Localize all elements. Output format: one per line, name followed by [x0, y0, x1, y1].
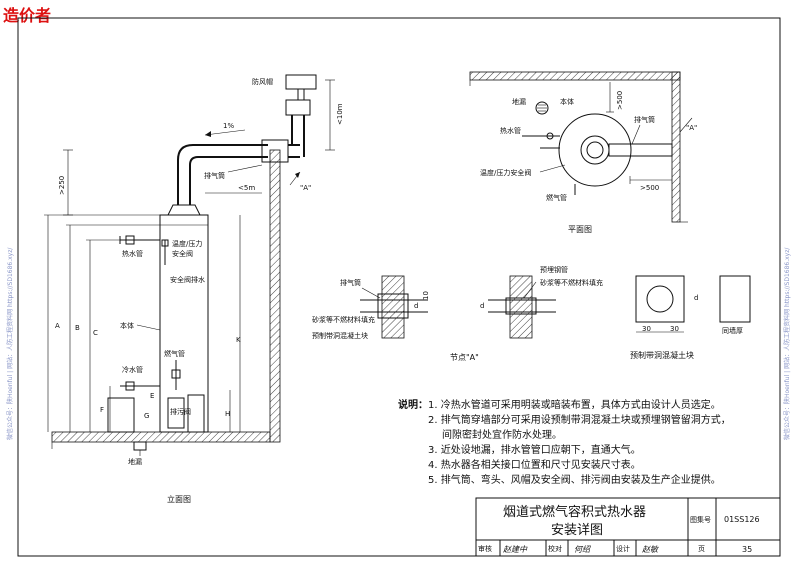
elevation-view: 防风帽 <10m 1% 排气筒 <5m "A" >250 热水管 温度/压力: [44, 74, 344, 504]
title-block: 烟道式燃气容积式热水器 安装详图 图集号 01SS126 审核 赵建中 校对 何…: [475, 497, 781, 557]
block-label-30b: 30: [670, 325, 679, 333]
plan-label-gt500-top: >500: [616, 91, 624, 110]
elevation-title: 立面图: [167, 494, 191, 504]
block-label-d: d: [694, 294, 698, 302]
label-view-a: "A": [300, 184, 311, 192]
block-label-30: 30: [642, 325, 651, 333]
left-side-text: 微信公众号：陕Hoenful | 网站：人防工程资料网 https://SD16…: [6, 247, 14, 440]
review-signature: 赵建中: [503, 545, 528, 554]
dim-k: K: [236, 336, 241, 344]
floor-slab: [51, 431, 271, 443]
notes-label: 说明：: [398, 400, 428, 411]
note-item-continuation: 间隙密封处宜作防水处理。: [442, 430, 562, 441]
node-label-precast: 预制带洞混凝土块: [312, 331, 368, 340]
node-wall-right: [509, 275, 533, 339]
review-label: 审核: [478, 544, 492, 553]
plan-label-body: 本体: [560, 97, 574, 106]
watermark-text: 造价者: [3, 6, 52, 25]
plan-label-vent: 排气筒: [634, 115, 655, 124]
plan-floor-drain: [535, 101, 549, 115]
node-label-vent: 排气筒: [340, 278, 361, 287]
node-a-detail: 排气筒 砂浆等不燃材料填充 预制带洞混凝土块 d 10 预埋钢管 砂浆等不燃材料…: [312, 265, 603, 362]
block-front: [635, 275, 685, 323]
dim-h: H: [225, 410, 230, 418]
label-lt10m: <10m: [336, 103, 344, 125]
block-title: 预制带洞混凝土块: [630, 350, 694, 360]
plan-label-tp: 温度/压力安全阀: [480, 168, 531, 177]
block-side: [719, 275, 751, 323]
page-number: 35: [742, 545, 752, 554]
check-label: 校对: [548, 544, 562, 553]
plan-wall-top: [469, 71, 681, 81]
note-item: 1. 冷热水管道可采用明装或暗装布置，具体方式由设计人员选定。: [428, 400, 721, 411]
node-label-ten: 10: [422, 291, 430, 300]
right-side-text: 微信公众号：陕Hoenful | 网站：人防工程资料网 https://SD16…: [783, 247, 791, 440]
notes-block: 说明： 1. 冷热水管道可采用明装或暗装布置，具体方式由设计人员选定。 2. 排…: [398, 398, 778, 488]
block-label-wall: 同墙厚: [722, 326, 743, 335]
node-label-d-left: d: [414, 302, 418, 310]
page-label: 页: [698, 545, 705, 553]
node-label-mortar: 砂浆等不燃材料填充: [312, 315, 375, 324]
floor-drain: [133, 441, 147, 451]
label-vent-pipe: 排气筒: [204, 171, 225, 180]
precast-block-detail: d 30 30 同墙厚 预制带洞混凝土块: [630, 275, 751, 360]
label-slope: 1%: [223, 122, 234, 130]
label-wind-cap: 防风帽: [252, 77, 273, 86]
dim-c: C: [93, 329, 98, 337]
dim-a: A: [55, 322, 60, 330]
label-body: 本体: [120, 321, 134, 330]
dim-b: B: [75, 324, 80, 332]
label-gt250: >250: [58, 176, 66, 195]
atlas-number: 01SS126: [724, 515, 760, 524]
node-label-embed: 预埋钢管: [540, 265, 568, 274]
label-gas-pipe: 燃气管: [164, 349, 185, 358]
label-lt5m: <5m: [238, 184, 255, 192]
label-cold-water: 冷水管: [122, 365, 143, 374]
atlas-label: 图集号: [690, 515, 711, 524]
vent-pipe-elbow: [177, 144, 268, 205]
plan-view: 地漏 本体 排气筒 "A" 热水管 温度/压力安全阀 燃气管 >500 >500…: [469, 71, 697, 234]
drawing-title-2: 安装详图: [551, 523, 603, 538]
dim-f: F: [100, 406, 104, 414]
wall-elevation: [269, 149, 281, 443]
design-signature: 赵敏: [642, 545, 659, 554]
plan-label-gt500-right: >500: [640, 184, 659, 192]
label-tp-valve-1: 温度/压力: [172, 239, 202, 248]
wind-cap: [285, 74, 317, 90]
plan-label-gas: 燃气管: [546, 193, 567, 202]
label-drain-valve: 排污阀: [170, 407, 191, 416]
note-item: 2. 排气筒穿墙部分可采用设预制带洞混凝土块或预埋钢管留洞方式，: [428, 415, 731, 426]
node-label-mortar-2: 砂浆等不燃材料填充: [540, 278, 603, 287]
node-label-d-right: d: [480, 302, 484, 310]
draft-hood: [167, 204, 201, 216]
design-label: 设计: [616, 544, 630, 553]
label-tp-valve-2: 安全阀: [172, 249, 193, 258]
sheet-border: [17, 17, 781, 557]
drawing-title-1: 烟道式燃气容积式热水器: [503, 504, 646, 520]
node-title: 节点"A": [450, 353, 479, 362]
label-valve-drain: 安全阀排水: [170, 275, 205, 284]
note-item: 5. 排气筒、弯头、风帽及安全阀、排污阀由安装及生产企业提供。: [428, 475, 721, 486]
note-item: 3. 近处设地漏，排水管管口应朝下，直通大气。: [428, 445, 641, 456]
dim-e: E: [150, 392, 154, 400]
note-item: 4. 热水器各相关接口位置和尺寸见安装尺寸表。: [428, 460, 641, 471]
plan-heater: [558, 113, 632, 187]
plan-label-drain: 地漏: [512, 97, 526, 106]
dim-g: G: [144, 412, 149, 420]
label-floor-drain: 地漏: [128, 457, 142, 466]
plan-label-hot: 热水管: [500, 126, 521, 135]
label-hot-water: 热水管: [122, 249, 143, 258]
plan-label-view-a: "A": [686, 124, 697, 132]
check-signature: 何绍: [574, 545, 591, 554]
plan-wall-right: [671, 71, 681, 223]
plan-title: 平面图: [568, 225, 592, 234]
node-wall-left: [381, 275, 405, 339]
plan-vent-pipe: [608, 143, 673, 157]
